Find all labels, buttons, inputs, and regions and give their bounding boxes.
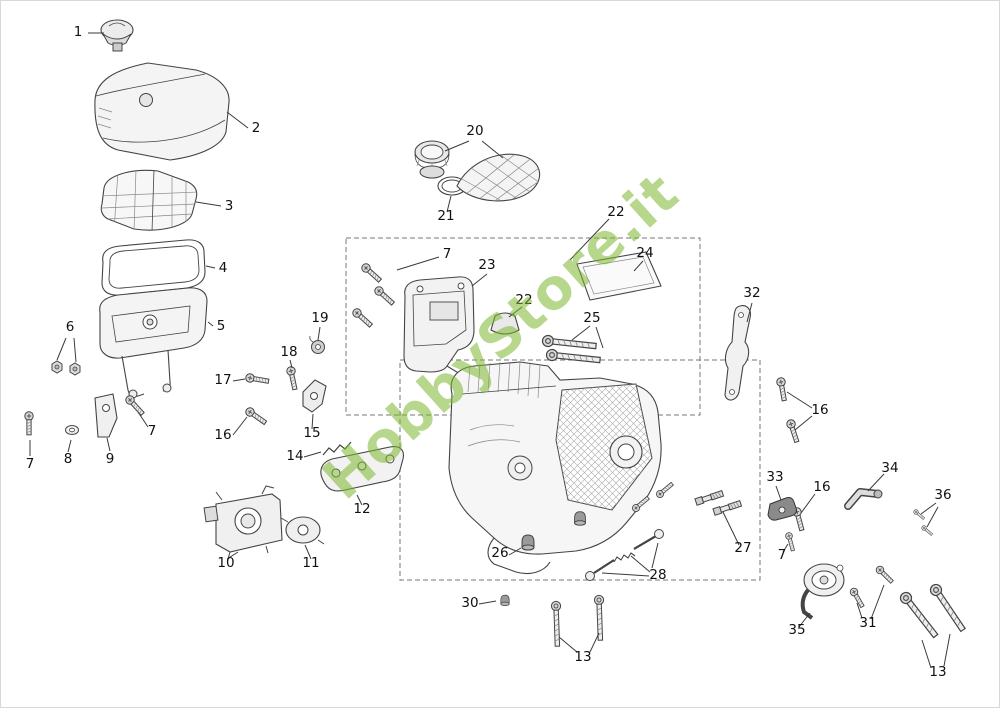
part-label-3: 3: [225, 198, 234, 214]
part-label-18: 18: [280, 344, 297, 360]
part-bracket-15: [302, 379, 327, 413]
part-label-5: 5: [217, 318, 226, 334]
part-label-35: 35: [788, 622, 805, 638]
part-air-filter: [100, 169, 198, 231]
part-bracket-9: [94, 393, 118, 438]
part-screw-center-b: [654, 480, 675, 500]
part-screw-16-right-a: [775, 376, 789, 402]
part-label-13: 13: [574, 649, 591, 665]
part-label-16: 16: [813, 479, 830, 495]
part-screw-17: [244, 372, 270, 386]
part-plug-26-a: [521, 534, 535, 551]
part-washer-8: [65, 425, 79, 435]
part-crankcase: [448, 361, 662, 575]
part-screw-13-right-b: [927, 581, 969, 634]
leader-lines: [29, 32, 951, 669]
part-screw-31-b: [874, 564, 896, 586]
part-nuts: [51, 360, 81, 376]
part-intake-boot-22: [490, 312, 520, 335]
part-label-4: 4: [219, 260, 228, 276]
part-label-7: 7: [26, 456, 35, 472]
part-pin-36-a: [912, 508, 926, 521]
part-top-cover: [94, 62, 230, 161]
part-label-26: 26: [491, 545, 508, 561]
part-plug-30: [500, 594, 510, 606]
part-label-15: 15: [303, 425, 320, 441]
part-label-10: 10: [217, 555, 234, 571]
part-screw-7-box-c: [350, 306, 375, 330]
part-label-6: 6: [66, 319, 75, 335]
part-elbow-34: [844, 488, 883, 510]
part-label-14: 14: [286, 448, 303, 464]
part-clip-33: [767, 497, 797, 521]
part-bracket-32: [724, 305, 751, 401]
part-plug-26-b: [574, 511, 586, 526]
part-filter-base: [99, 287, 208, 399]
part-screw-13-center-b: [593, 594, 606, 641]
part-label-7: 7: [148, 423, 157, 439]
part-screw-7-right: [784, 531, 797, 552]
part-label-19: 19: [311, 310, 328, 326]
part-label-32: 32: [743, 285, 760, 301]
part-label-12: 12: [353, 501, 370, 517]
part-label-22: 22: [607, 204, 624, 220]
part-longscrew-25-a: [541, 334, 598, 353]
part-label-31: 31: [859, 615, 876, 631]
part-longscrew-25-b: [545, 348, 602, 367]
part-label-23: 23: [478, 257, 495, 273]
part-label-16: 16: [811, 402, 828, 418]
part-label-28: 28: [649, 567, 666, 583]
part-screw-18: [285, 365, 300, 391]
part-screw-16-left: [243, 405, 269, 427]
part-oil-cap-20: [414, 140, 450, 179]
part-carburetor: [203, 485, 283, 560]
part-intake-clamp-11: [280, 516, 325, 545]
part-screw-7-box-a: [359, 261, 384, 285]
part-tank-cap: [100, 19, 134, 52]
part-label-1: 1: [74, 24, 83, 40]
part-label-36: 36: [934, 487, 951, 503]
part-label-9: 9: [106, 451, 115, 467]
part-cap-strap: [456, 153, 541, 202]
part-bolt-27-b: [712, 499, 743, 516]
part-label-27: 27: [734, 540, 751, 556]
part-bolt-27-a: [694, 489, 725, 506]
part-label-33: 33: [766, 469, 783, 485]
part-screw-7-left: [24, 411, 34, 436]
part-bracket-12: [320, 446, 404, 492]
part-spring-clip-14: [322, 441, 352, 456]
part-label-7: 7: [443, 246, 452, 262]
part-label-24: 24: [636, 245, 653, 261]
part-label-22: 22: [515, 292, 532, 308]
part-screw-13-right-a: [897, 589, 941, 641]
part-screw-7-box-b: [372, 284, 397, 308]
part-screw-16-right-b: [785, 418, 802, 444]
part-label-16: 16: [214, 427, 231, 443]
part-label-34: 34: [881, 460, 898, 476]
part-label-25: 25: [583, 310, 600, 326]
part-label-17: 17: [214, 372, 231, 388]
part-filter-gasket: [101, 239, 206, 296]
part-label-8: 8: [64, 451, 73, 467]
part-label-13: 13: [929, 664, 946, 680]
part-label-7: 7: [778, 547, 787, 563]
part-label-2: 2: [252, 120, 261, 136]
part-screw-13-center-a: [550, 600, 563, 647]
part-airbox-23: [403, 276, 483, 393]
part-grommet-19: [309, 335, 325, 354]
part-label-30: 30: [461, 595, 478, 611]
part-label-21: 21: [437, 208, 454, 224]
part-label-20: 20: [466, 123, 483, 139]
part-label-11: 11: [302, 555, 319, 571]
part-oil-pump-35: [800, 563, 845, 620]
part-throttle-rod-28: [585, 529, 664, 581]
